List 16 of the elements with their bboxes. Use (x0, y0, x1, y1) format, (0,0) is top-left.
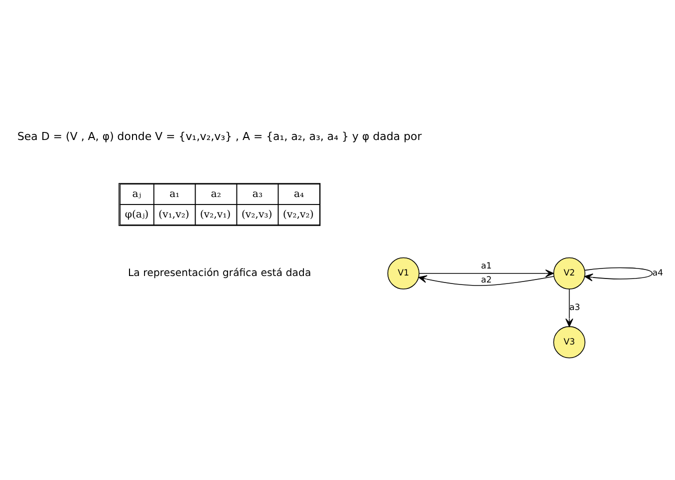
label: (v₂,v₂) (282, 208, 314, 220)
label: a₃ (252, 188, 263, 200)
label: a₁ (169, 188, 180, 200)
label: (v₂,v₃) (241, 208, 272, 220)
label: aⱼ (132, 188, 142, 200)
edge-label: a1 (480, 261, 492, 272)
label: a₂ (210, 188, 222, 200)
label: La representación gráfica está dada (128, 268, 312, 279)
label: (v₁,v₂) (158, 208, 190, 220)
edge-label: a4 (652, 268, 664, 278)
label: φ(aⱼ) (124, 208, 149, 220)
label: a₄ (294, 188, 304, 200)
label: (v₂,v₁) (200, 208, 231, 220)
edge-label: a2 (480, 275, 492, 286)
edge-label: a3 (569, 302, 580, 312)
label: Sea D = (V , A, φ) donde V = {v₁,v₂,v₃} , A = {a₁, a₂, a₃, a₄ } y φ dada por (17, 130, 422, 143)
